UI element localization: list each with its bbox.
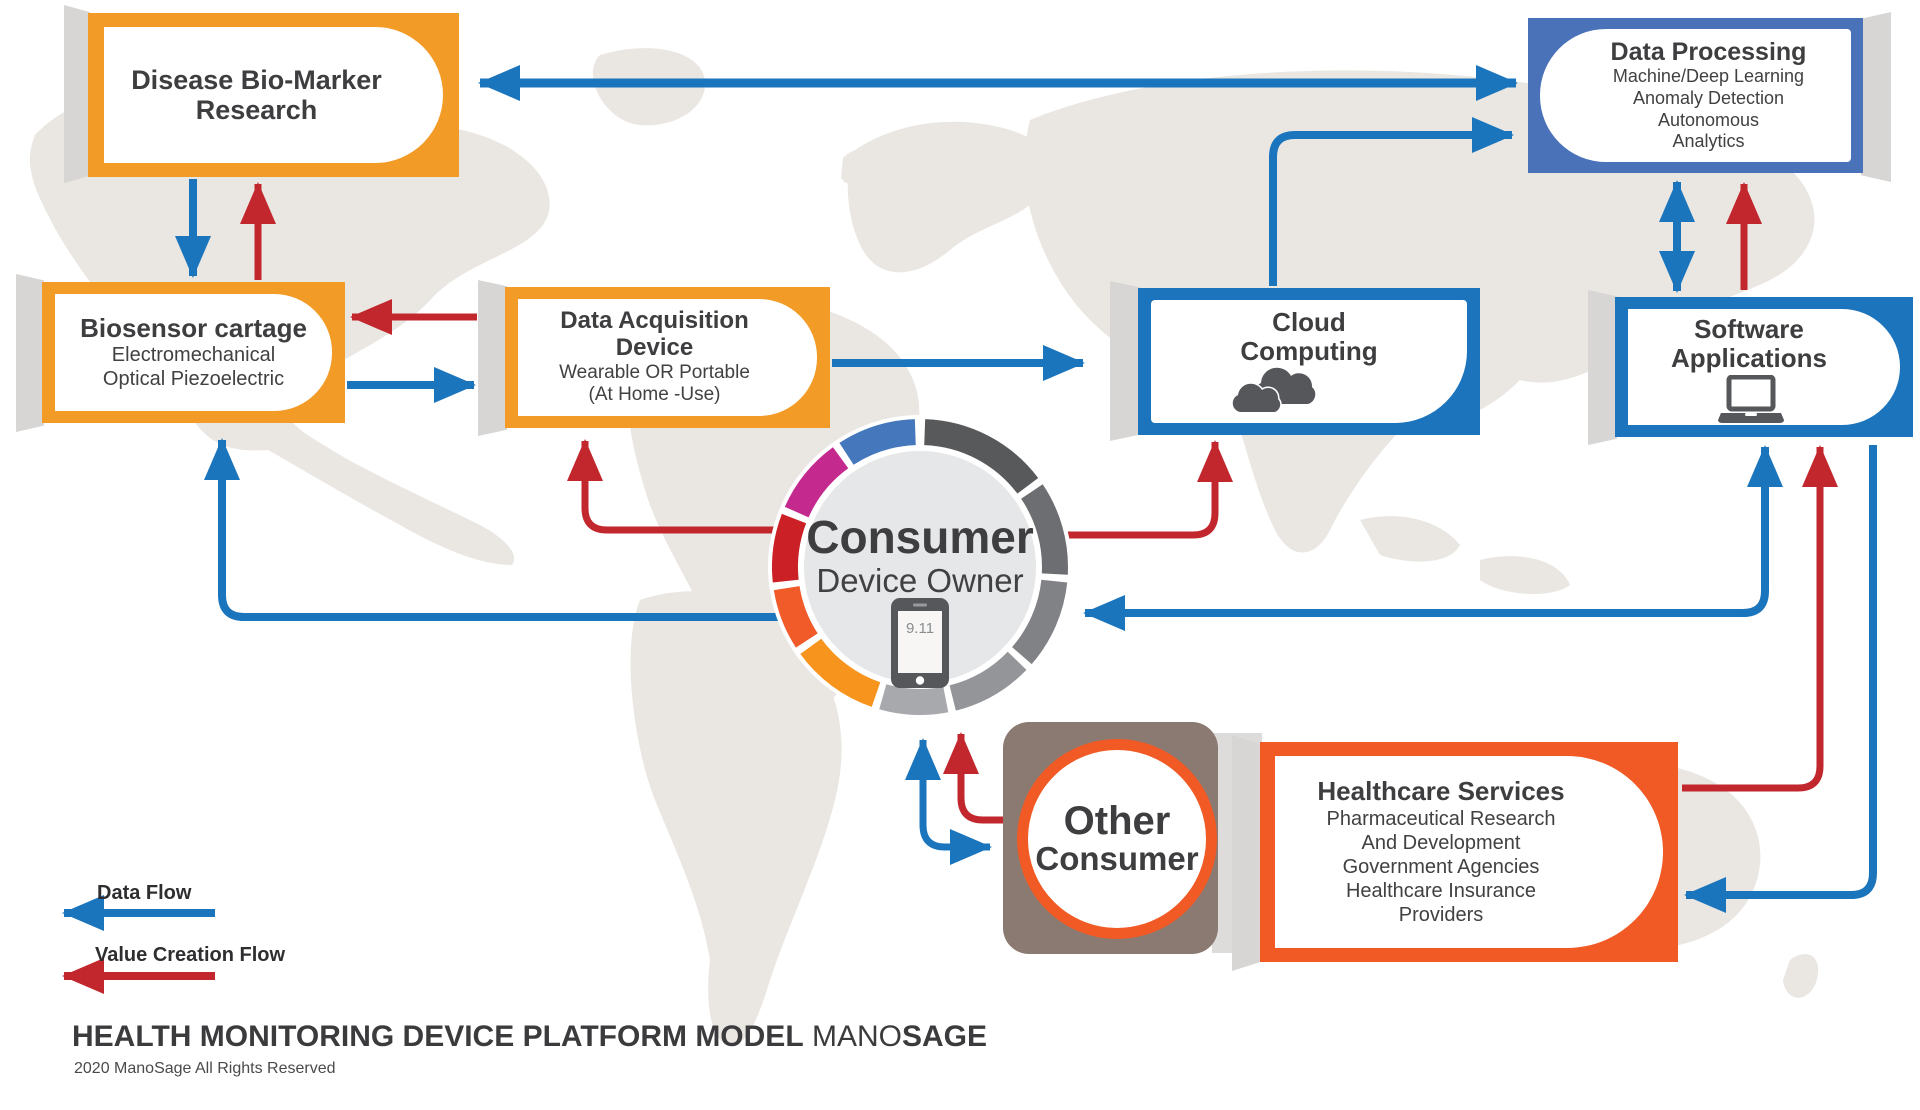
flap-healthcare (1232, 735, 1262, 971)
node-title: Healthcare Services (1317, 776, 1565, 807)
node-subtitle: Machine/Deep Learning Anomaly Detection … (1612, 66, 1805, 152)
node-subtitle: Pharmaceutical Research And Development … (1326, 807, 1556, 926)
page-title: HEALTH MONITORING DEVICE PLATFORM MODEL … (72, 1020, 987, 1054)
node-subtitle: Electromechanical Optical Piezoelectric (102, 344, 285, 391)
flap-biosensor (16, 274, 44, 432)
title-main: HEALTH MONITORING DEVICE PLATFORM MODEL (72, 1020, 804, 1053)
flap-data-acquisition (478, 280, 507, 436)
cloud-icon (1231, 367, 1316, 414)
node-subtitle: Consumer (1035, 839, 1199, 877)
node-title: Biosensor cartage (80, 312, 307, 343)
node-title: Cloud Computing (1240, 307, 1378, 367)
node-software-applications: Software Applications (1615, 297, 1913, 437)
node-subtitle: Wearable OR Portable (At Home -Use) (559, 361, 750, 406)
node-title: Software Applications (1670, 314, 1827, 374)
flap-cloud (1110, 281, 1140, 441)
legend-value-flow-label: Value Creation Flow (95, 944, 286, 966)
node-other-consumer: Other Consumer (1017, 739, 1217, 939)
node-cloud-computing: Cloud Computing (1138, 288, 1480, 435)
flap-software-apps (1588, 290, 1617, 445)
title-brand-bold: SAGE (902, 1020, 988, 1053)
node-title: Data Acquisition Device (560, 306, 749, 361)
flap-data-processing (1861, 12, 1891, 182)
node-title: Disease Bio-Marker Research (131, 64, 382, 125)
title-brand-regular: MANO (812, 1020, 902, 1053)
node-title: Data Processing (1610, 38, 1807, 67)
laptop-icon (1718, 375, 1784, 423)
legend-data-flow-label: Data Flow (97, 882, 192, 904)
node-data-processing: Data Processing Machine/Deep Learning An… (1528, 18, 1863, 173)
node-title: Other (1063, 798, 1171, 843)
copyright-text: 2020 ManoSage All Rights Reserved (74, 1060, 336, 1077)
flap-disease (64, 5, 90, 183)
node-data-acquisition: Data Acquisition Device Wearable OR Port… (505, 287, 830, 428)
node-healthcare-services: Healthcare Services Pharmaceutical Resea… (1260, 742, 1678, 962)
node-biosensor: Biosensor cartage Electromechanical Opti… (42, 282, 345, 423)
node-disease-biomarker: Disease Bio-Marker Research (88, 13, 459, 177)
